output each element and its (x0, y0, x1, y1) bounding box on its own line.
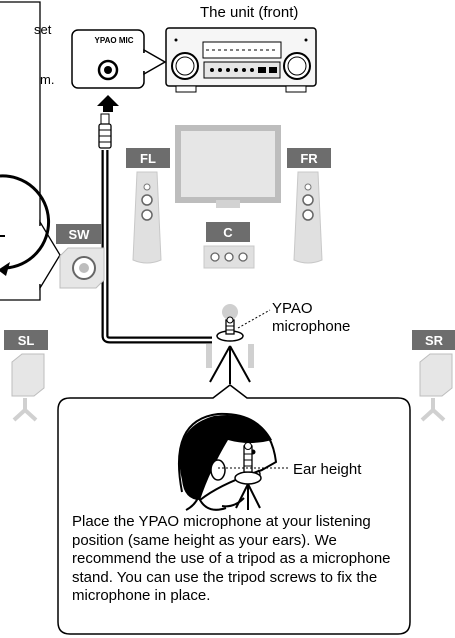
speaker-fr-icon: FR (287, 148, 331, 264)
speaker-sl-label: SL (18, 333, 35, 348)
mic-plug-icon (98, 113, 112, 149)
speaker-fl-icon: FL (126, 148, 170, 264)
speaker-sw-icon: SW (56, 224, 105, 289)
ypao-mic-jack-label: YPAO MIC (94, 36, 134, 45)
speaker-c-icon: C (203, 222, 255, 269)
listener-icon (206, 304, 254, 368)
av-receiver-icon (165, 27, 317, 93)
ear-height-label: Ear height (293, 461, 362, 478)
ypao-mic-jack-panel (71, 29, 167, 89)
instruction-text: Place the YPAO microphone at your listen… (72, 513, 391, 604)
speaker-fr-label: FR (300, 151, 318, 166)
callout-box (57, 384, 411, 635)
speaker-sr-icon: SR (412, 330, 455, 422)
microphone-label-line-2: microphone (272, 318, 351, 335)
rotation-arrow-icon (0, 174, 50, 270)
microphone-closeup-icon (234, 442, 262, 510)
speaker-fl-label: FL (140, 151, 156, 166)
left-panel-text-fragment-2: m. (40, 72, 55, 87)
microphone-tripod-icon (209, 316, 251, 384)
plug-in-arrow-icon (97, 95, 119, 112)
left-panel-frame (0, 1, 41, 301)
speaker-sw-label: SW (69, 227, 91, 242)
microphone-label-line-1: YPAO (272, 300, 313, 317)
mic-label-leader (237, 309, 271, 329)
unit-title: The unit (front) (200, 4, 299, 21)
speaker-c-label: C (223, 225, 233, 240)
person-face-icon (178, 412, 278, 511)
speaker-sl-icon: SL (4, 330, 48, 422)
tv-icon (175, 125, 281, 208)
left-panel-text-fragment-1: set (34, 22, 52, 37)
speaker-sr-label: SR (425, 333, 444, 348)
